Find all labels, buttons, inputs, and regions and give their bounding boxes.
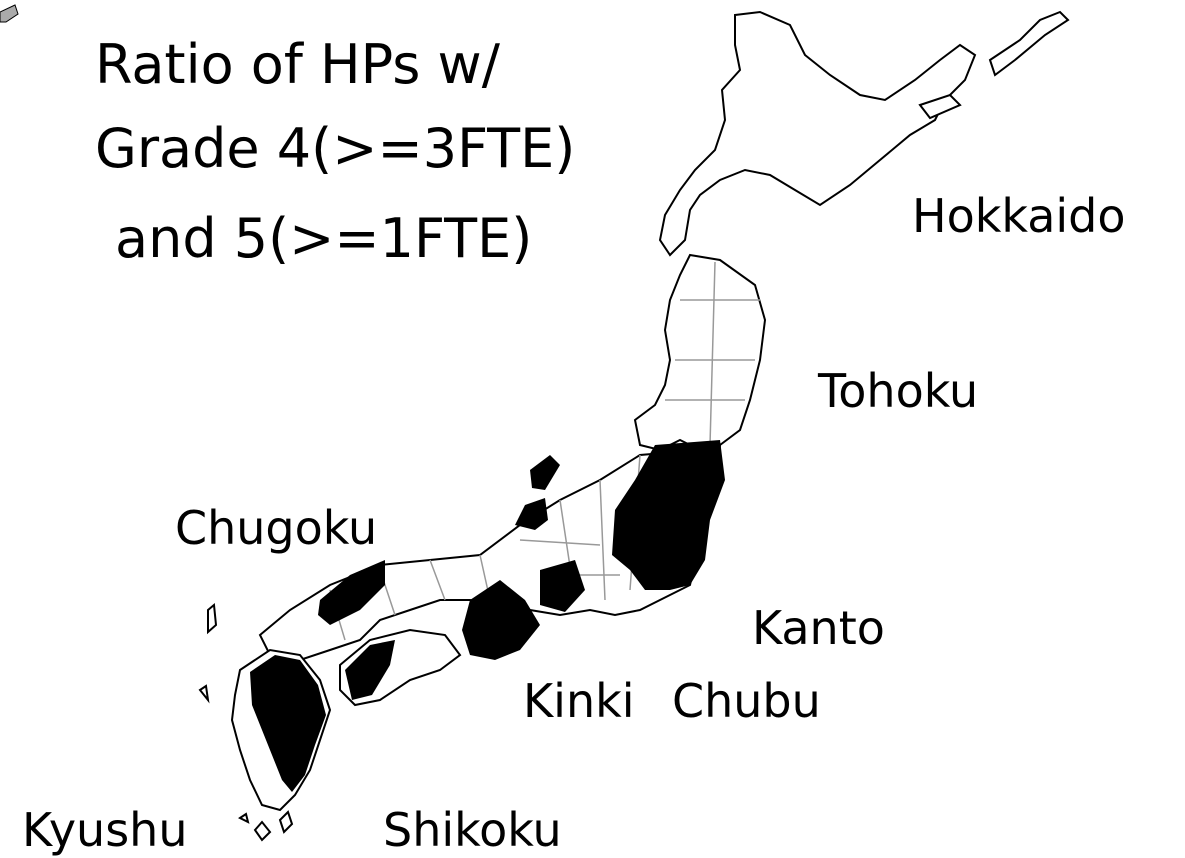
tohoku-area — [633, 253, 767, 452]
label-chugoku: Chugoku — [175, 501, 378, 555]
corner-fragment — [0, 4, 19, 23]
label-chubu: Chubu — [672, 674, 821, 728]
map-title-line-1: Ratio of HPs w/ — [95, 33, 500, 96]
label-shikoku: Shikoku — [383, 803, 562, 857]
chugoku-area-shaded — [318, 560, 385, 625]
kyushu-area-shaded — [250, 655, 326, 792]
tohoku-borders — [665, 261, 760, 446]
map-title-line-2: Grade 4(>=3FTE) — [95, 117, 576, 180]
kinki-area-shaded — [462, 580, 540, 660]
hokkaido-area — [658, 10, 977, 257]
shikoku-area-shaded — [345, 640, 395, 700]
kuril-islands — [918, 10, 1070, 120]
label-kanto: Kanto — [752, 601, 885, 655]
kanto-area-shaded — [612, 440, 725, 590]
map-title-line-3: and 5(>=1FTE) — [115, 207, 533, 270]
noto-peninsula — [515, 498, 548, 530]
label-kyushu: Kyushu — [22, 803, 188, 857]
southern-islands — [238, 810, 294, 842]
label-hokkaido: Hokkaido — [912, 189, 1126, 243]
chubu-area-shaded — [540, 560, 585, 612]
label-tohoku: Tohoku — [818, 364, 979, 418]
western-islands — [198, 603, 218, 704]
sado-island — [530, 455, 560, 490]
label-kinki: Kinki — [523, 674, 635, 728]
